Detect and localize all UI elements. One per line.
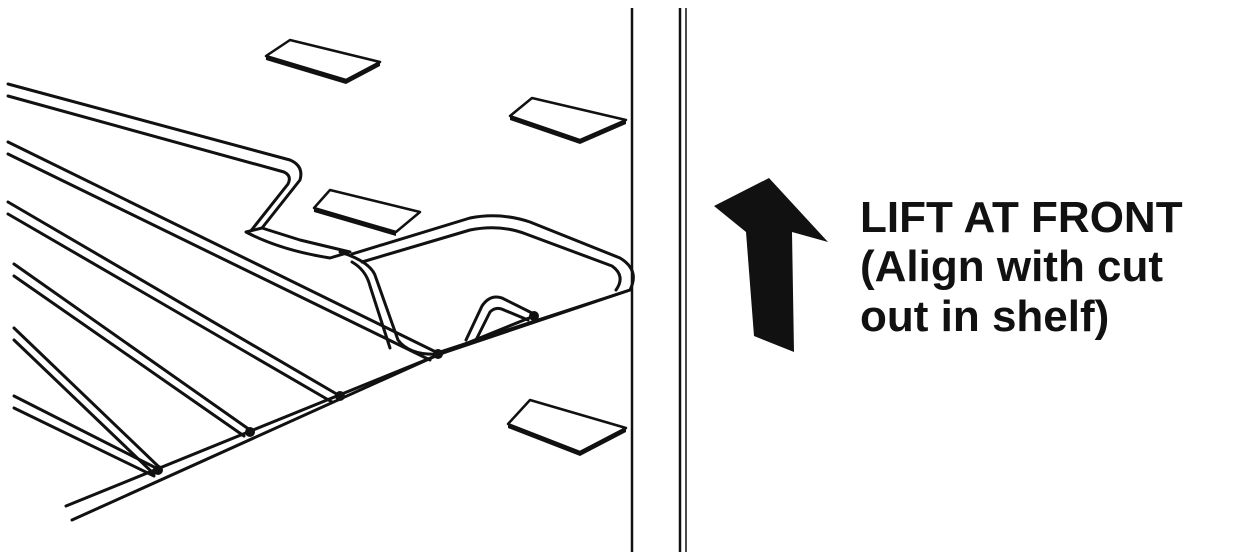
shelf-support-top-left bbox=[264, 38, 382, 84]
shelf-weld-joints bbox=[153, 311, 539, 475]
instruction-note-line1: (Align with cut bbox=[860, 242, 1164, 292]
oven-side-wall bbox=[630, 8, 687, 552]
instruction-title: LIFT AT FRONT bbox=[860, 193, 1183, 242]
instruction-note-line2: out in shelf) bbox=[860, 291, 1110, 341]
shelf-rear-frame bbox=[6, 82, 352, 260]
shelf-support-bottom bbox=[506, 398, 628, 456]
shelf-cross-wires bbox=[6, 140, 442, 478]
instruction-text: LIFT AT FRONT (Align with cut out in she… bbox=[860, 193, 1240, 341]
shelf-notch bbox=[464, 295, 536, 342]
up-arrow-icon bbox=[714, 178, 828, 352]
shelf-support-middle bbox=[312, 188, 422, 236]
shelf-support-top-right bbox=[508, 96, 628, 144]
shelf-side-frame bbox=[338, 214, 635, 356]
